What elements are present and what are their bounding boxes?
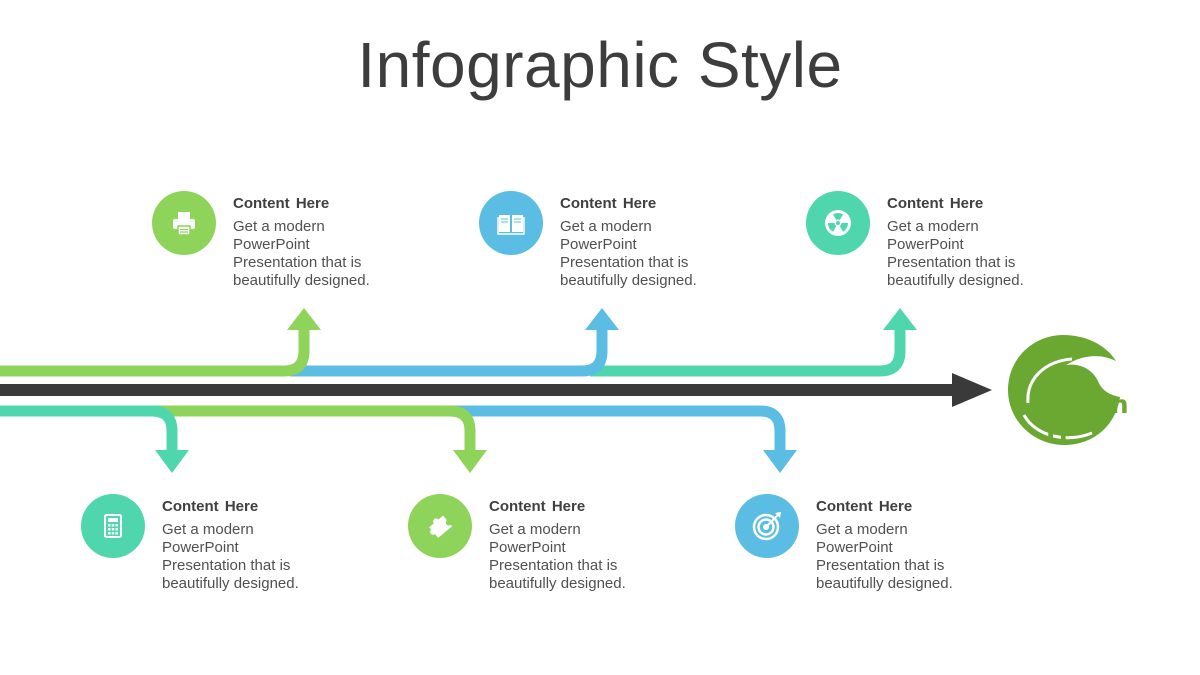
content-item-printer: Content Here Get a modern PowerPoint Pre…: [152, 191, 472, 301]
green-it-logo: Green IT: [1006, 333, 1146, 448]
puzzle-icon: [429, 515, 453, 538]
target-icon: [752, 512, 781, 541]
item-heading: Content Here: [162, 498, 259, 515]
lower-teal-arrowhead: [155, 450, 189, 473]
item-heading: Content Here: [887, 195, 984, 212]
icon-circle: [408, 494, 472, 558]
upper-teal-path: [590, 328, 906, 377]
content-item-book: Content Here Get a modern PowerPoint Pre…: [479, 191, 799, 301]
icon-circle: [479, 191, 543, 255]
lower-blue-path: [450, 405, 786, 452]
content-item-calculator: Content Here Get a modern PowerPoint Pre…: [81, 494, 401, 604]
icon-circle: [81, 494, 145, 558]
item-heading: Content Here: [816, 498, 913, 515]
main-arrow-head: [952, 373, 992, 407]
item-heading: Content Here: [489, 498, 586, 515]
icon-circle: [806, 191, 870, 255]
icon-circle: [152, 191, 216, 255]
leaf-logo-icon: [1008, 335, 1120, 445]
slide-title: Infographic Style: [357, 29, 843, 101]
printer-icon: [173, 212, 195, 236]
item-body: Get a modern PowerPoint Presentation tha…: [489, 521, 626, 592]
item-body: Get a modern PowerPoint Presentation tha…: [816, 521, 953, 592]
upper-teal-arrowhead: [883, 308, 917, 330]
item-heading: Content Here: [233, 195, 330, 212]
upper-blue-arrowhead: [585, 308, 619, 330]
item-heading: Content Here: [560, 195, 657, 212]
item-body: Get a modern PowerPoint Presentation tha…: [233, 218, 370, 289]
lower-blue-arrowhead: [763, 450, 797, 473]
radiation-icon: [825, 210, 851, 236]
upper-green-arrowhead: [287, 308, 321, 330]
main-arrow-shaft: [0, 384, 960, 396]
item-body: Get a modern PowerPoint Presentation tha…: [560, 218, 697, 289]
lower-teal-path: [0, 405, 178, 452]
item-body: Get a modern PowerPoint Presentation tha…: [162, 521, 299, 592]
upper-green-path: [0, 328, 310, 377]
content-item-target: Content Here Get a modern PowerPoint Pre…: [735, 494, 1055, 604]
upper-blue-path: [290, 328, 608, 377]
lower-green-arrowhead: [453, 450, 487, 473]
item-body: Get a modern PowerPoint Presentation tha…: [887, 218, 1024, 289]
content-item-radiation: Content Here Get a modern PowerPoint Pre…: [806, 191, 1126, 301]
content-item-puzzle: Content Here Get a modern PowerPoint Pre…: [408, 494, 728, 604]
lower-green-path: [150, 405, 476, 452]
icon-circle: [735, 494, 799, 558]
logo-text: Green IT: [1046, 390, 1129, 448]
book-icon: [497, 215, 525, 235]
calculator-icon: [104, 514, 122, 538]
